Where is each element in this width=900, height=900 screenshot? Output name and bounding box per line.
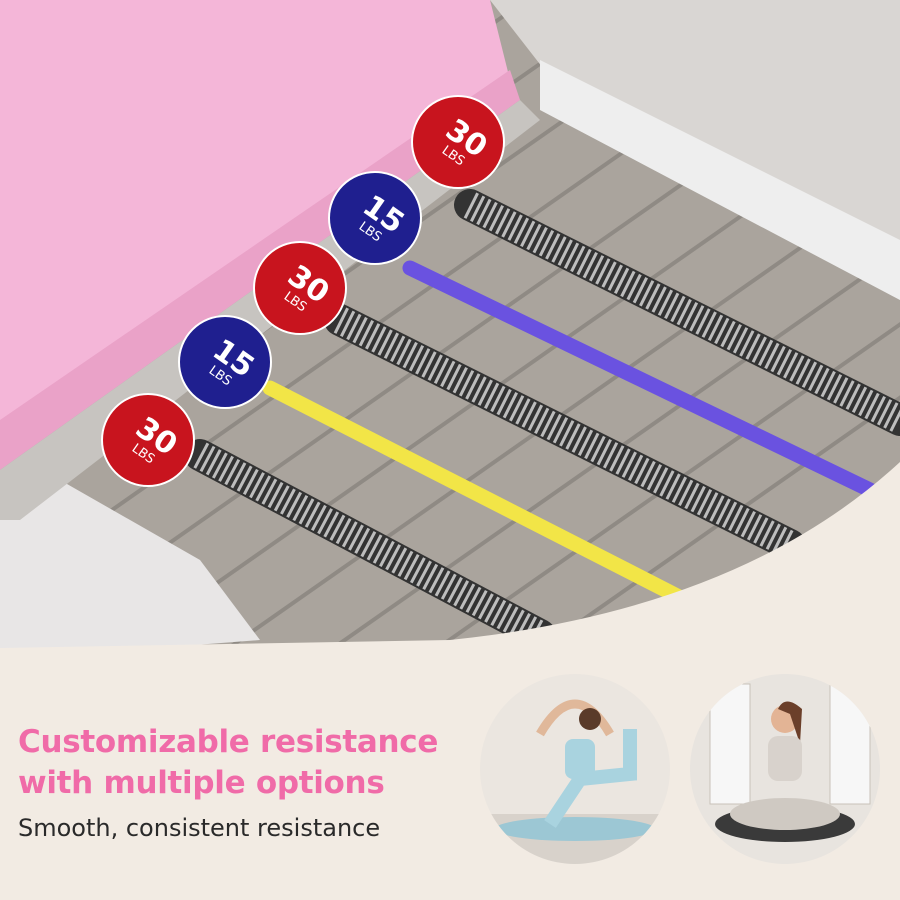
ball-shape [253, 241, 347, 335]
ball-shape [101, 393, 195, 487]
purple-band [402, 260, 878, 498]
springs [184, 189, 900, 651]
headline-line-2: with multiple options [18, 765, 385, 801]
pink-cushion [0, 0, 510, 440]
yoga-stretch-photo [480, 674, 670, 864]
subheadline: Smooth, consistent resistance [18, 814, 381, 842]
yellow-band [262, 380, 693, 608]
meditation-photo [690, 674, 880, 864]
ball-shape [178, 315, 272, 409]
frame-end [0, 480, 260, 660]
headline: Customizable resistance with multiple op… [18, 722, 438, 804]
headline-line-1: Customizable resistance [18, 724, 439, 760]
ball-shape [328, 171, 422, 265]
ball-shape [411, 95, 505, 189]
